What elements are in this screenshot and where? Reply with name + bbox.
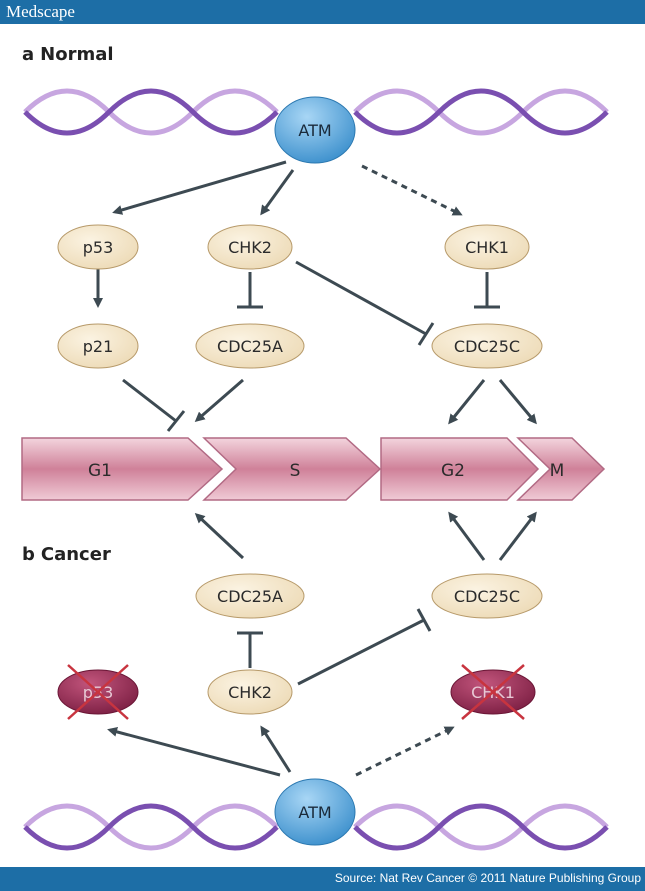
node-chk1-inactive: CHK1 — [450, 664, 536, 720]
panel-a-title: Normal — [40, 44, 114, 65]
edges-cancer — [107, 511, 537, 777]
edge-cdc25c-m-b — [498, 511, 537, 561]
medscape-logo[interactable]: Medscape — [6, 2, 75, 21]
edge-cdc25c-g2 — [448, 379, 486, 425]
node-atm-bottom: ATM — [274, 778, 356, 846]
edge-cdc25a-s-b — [194, 512, 245, 560]
phase-g1-arrow — [21, 437, 224, 501]
node-chk1: CHK1 — [444, 224, 530, 270]
p21-label: p21 — [83, 337, 114, 356]
phase-s-arrow — [202, 437, 382, 501]
chk1-label: CHK1 — [465, 238, 509, 257]
edge-chk2-cdc25c-b — [297, 618, 425, 686]
panel-b-title: Cancer — [40, 544, 111, 565]
cross-icon — [461, 664, 525, 720]
edge-p21-g1 — [122, 378, 177, 423]
edge-cdc25c-m — [498, 379, 537, 425]
edge-cdc25a-s — [194, 378, 244, 422]
node-cdc25c-b: CDC25C — [431, 573, 543, 619]
edge-atm-chk1 — [361, 164, 463, 216]
edge-atm-chk1-b — [355, 726, 455, 777]
source-credit: Source: Nat Rev Cancer © 2011 Nature Pub… — [334, 871, 641, 885]
node-p53: p53 — [57, 224, 139, 270]
phase-g1-label: G1 — [88, 461, 112, 481]
cdc25a-label: CDC25A — [217, 337, 283, 356]
chk2-label: CHK2 — [228, 238, 272, 257]
edge-atm-p53 — [112, 160, 287, 215]
edges-normal — [93, 160, 537, 432]
header-bar: Medscape — [0, 0, 645, 24]
phase-g2-arrow — [380, 437, 540, 501]
cell-cycle-phase-bar: G1 S G2 M — [21, 437, 606, 501]
cross-icon — [67, 664, 129, 720]
chk2-b-label: CHK2 — [228, 683, 272, 702]
panel-b-letter: b — [22, 544, 35, 565]
phase-g2-label: G2 — [441, 461, 465, 481]
edge-cdc25c-g2-b — [448, 511, 486, 561]
cdc25c-b-label: CDC25C — [454, 587, 520, 606]
panel-a-letter: a — [22, 44, 35, 65]
phase-m-arrow — [516, 437, 606, 501]
edge-chk2-cdc25c — [295, 260, 427, 336]
atm-bottom-label: ATM — [298, 803, 331, 822]
dna-helix-top — [23, 88, 609, 136]
dna-helix-bottom — [23, 803, 609, 851]
node-p21: p21 — [57, 323, 139, 369]
atm-top-label: ATM — [298, 121, 331, 140]
edge-atm-p53-b — [107, 726, 281, 777]
cdc25c-label: CDC25C — [454, 337, 520, 356]
node-chk2-b: CHK2 — [207, 669, 293, 715]
footer-bar: Source: Nat Rev Cancer © 2011 Nature Pub… — [0, 867, 645, 891]
node-cdc25a-b: CDC25A — [195, 573, 305, 619]
node-chk2: CHK2 — [207, 224, 293, 270]
node-cdc25a: CDC25A — [195, 323, 305, 369]
node-atm-top: ATM — [274, 96, 356, 164]
node-p53-inactive: p53 — [57, 664, 139, 720]
edge-atm-chk2-b — [260, 725, 292, 773]
phase-s-label: S — [290, 461, 301, 481]
cdc25a-b-label: CDC25A — [217, 587, 283, 606]
p53-label: p53 — [83, 238, 114, 257]
node-cdc25c: CDC25C — [431, 323, 543, 369]
phase-m-label: M — [550, 461, 565, 481]
edge-atm-chk2 — [260, 169, 295, 216]
